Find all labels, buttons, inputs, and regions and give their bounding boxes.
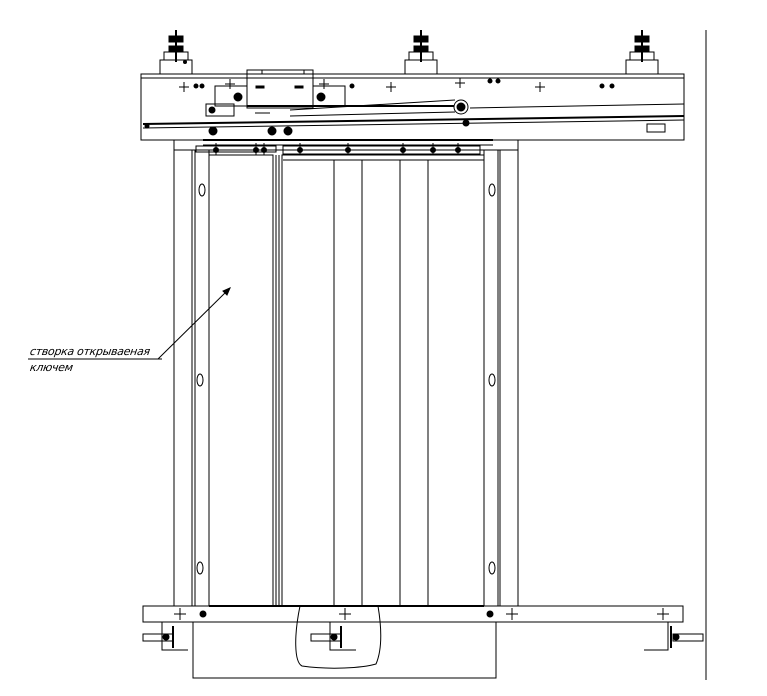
suspension-bracket-left — [159, 30, 193, 75]
annotation-line-1: створка открываеная — [29, 345, 151, 358]
header-beam — [140, 60, 685, 141]
door-gap — [272, 155, 280, 606]
door-leaf-right — [281, 154, 485, 607]
left-jamb — [173, 149, 210, 607]
sill-bracket-right — [644, 622, 704, 651]
annotation-leader — [28, 287, 231, 360]
door-operator — [144, 69, 685, 136]
right-jamb — [483, 149, 519, 607]
annotation-line-2: ключем — [29, 361, 74, 374]
door-leaf-left — [208, 154, 274, 607]
door-hangers — [173, 139, 519, 155]
door-sill — [142, 605, 684, 679]
sill-bracket-left — [142, 622, 188, 651]
suspension-bracket-center — [404, 30, 438, 75]
suspension-bracket-right — [625, 30, 659, 75]
sill-bracket-center — [310, 622, 356, 651]
